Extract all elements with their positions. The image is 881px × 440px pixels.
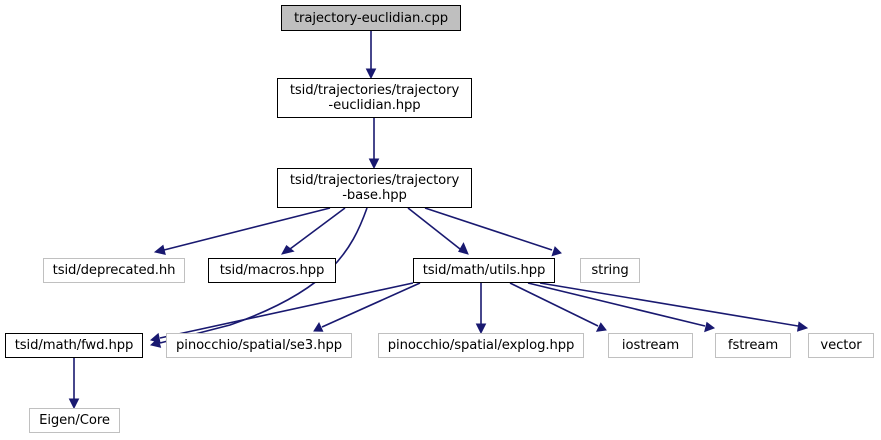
arrowhead-traj_base_hpp-to-macros_hpp	[281, 245, 295, 255]
graph-node-label-math_utils_hpp: tsid/math/utils.hpp	[422, 263, 546, 278]
arrowhead-math_utils_hpp-to-se3_hpp	[313, 321, 324, 332]
graph-node-fstream[interactable]: fstream	[715, 333, 791, 358]
graph-node-traj_euclidian_hpp[interactable]: tsid/trajectories/trajectory -euclidian.…	[277, 78, 472, 118]
edge-math_utils_hpp-to-fstream	[527, 282, 706, 327]
graph-node-se3_hpp[interactable]: pinocchio/spatial/se3.hpp	[166, 333, 352, 358]
arrowhead-traj_base_hpp-to-string	[551, 246, 562, 257]
edge-math_utils_hpp-to-se3_hpp	[321, 282, 421, 328]
edge-math_utils_hpp-to-math_fwd_hpp	[159, 282, 414, 339]
arrowhead-traj_base_hpp-to-math_utils_hpp	[458, 242, 469, 255]
graph-node-math_fwd_hpp[interactable]: tsid/math/fwd.hpp	[5, 333, 143, 358]
graph-node-macros_hpp[interactable]: tsid/macros.hpp	[208, 258, 336, 283]
graph-node-root[interactable]: trajectory-euclidian.cpp	[281, 5, 461, 31]
graph-node-label-traj_euclidian_hpp: tsid/trajectories/trajectory -euclidian.…	[289, 83, 460, 113]
graph-node-explog_hpp[interactable]: pinocchio/spatial/explog.hpp	[378, 333, 584, 358]
arrowhead-root-to-traj_euclidian_hpp	[365, 68, 377, 80]
arrowhead-traj_euclidian_hpp-to-traj_base_hpp	[368, 158, 380, 170]
edge-math_utils_hpp-to-vector	[539, 282, 799, 327]
graph-node-iostream[interactable]: iostream	[608, 333, 693, 358]
edge-math_utils_hpp-to-iostream	[509, 282, 599, 327]
arrowhead-math_utils_hpp-to-explog_hpp	[475, 323, 487, 335]
graph-node-label-vector: vector	[820, 338, 862, 353]
graph-node-vector[interactable]: vector	[808, 333, 874, 358]
graph-node-label-traj_base_hpp: tsid/trajectories/trajectory -base.hpp	[289, 173, 460, 203]
arrowhead-math_utils_hpp-to-math_fwd_hpp	[149, 332, 161, 344]
arrowhead-math_utils_hpp-to-fstream	[704, 321, 716, 333]
edge-traj_base_hpp-to-macros_hpp	[289, 207, 346, 250]
edge-traj_base_hpp-to-string	[424, 207, 553, 251]
graph-node-label-iostream: iostream	[621, 338, 680, 353]
graph-node-label-eigen_core: Eigen/Core	[39, 413, 110, 428]
edge-traj_base_hpp-to-math_utils_hpp	[407, 207, 461, 250]
graph-node-deprecated_hh[interactable]: tsid/deprecated.hh	[43, 258, 185, 283]
arrowhead-math_utils_hpp-to-vector	[796, 321, 809, 332]
graph-node-eigen_core[interactable]: Eigen/Core	[29, 408, 120, 433]
graph-node-traj_base_hpp[interactable]: tsid/trajectories/trajectory -base.hpp	[277, 168, 472, 208]
graph-node-string[interactable]: string	[580, 258, 640, 283]
graph-node-label-macros_hpp: tsid/macros.hpp	[219, 263, 325, 278]
graph-node-label-explog_hpp: pinocchio/spatial/explog.hpp	[387, 338, 575, 353]
arrowhead-math_utils_hpp-to-iostream	[595, 322, 607, 332]
edge-traj_base_hpp-to-deprecated_hh	[163, 207, 331, 251]
graph-node-label-fstream: fstream	[727, 338, 779, 353]
arrowhead-math_fwd_hpp-to-eigen_core	[68, 398, 80, 410]
graph-node-label-root: trajectory-euclidian.cpp	[293, 10, 448, 26]
arrowhead-traj_base_hpp-to-deprecated_hh	[153, 244, 166, 255]
graph-node-label-math_fwd_hpp: tsid/math/fwd.hpp	[14, 338, 134, 353]
graph-node-math_utils_hpp[interactable]: tsid/math/utils.hpp	[413, 258, 555, 283]
graph-node-label-se3_hpp: pinocchio/spatial/se3.hpp	[175, 338, 342, 353]
graph-node-label-string: string	[591, 263, 629, 278]
graph-node-label-deprecated_hh: tsid/deprecated.hh	[52, 263, 176, 278]
